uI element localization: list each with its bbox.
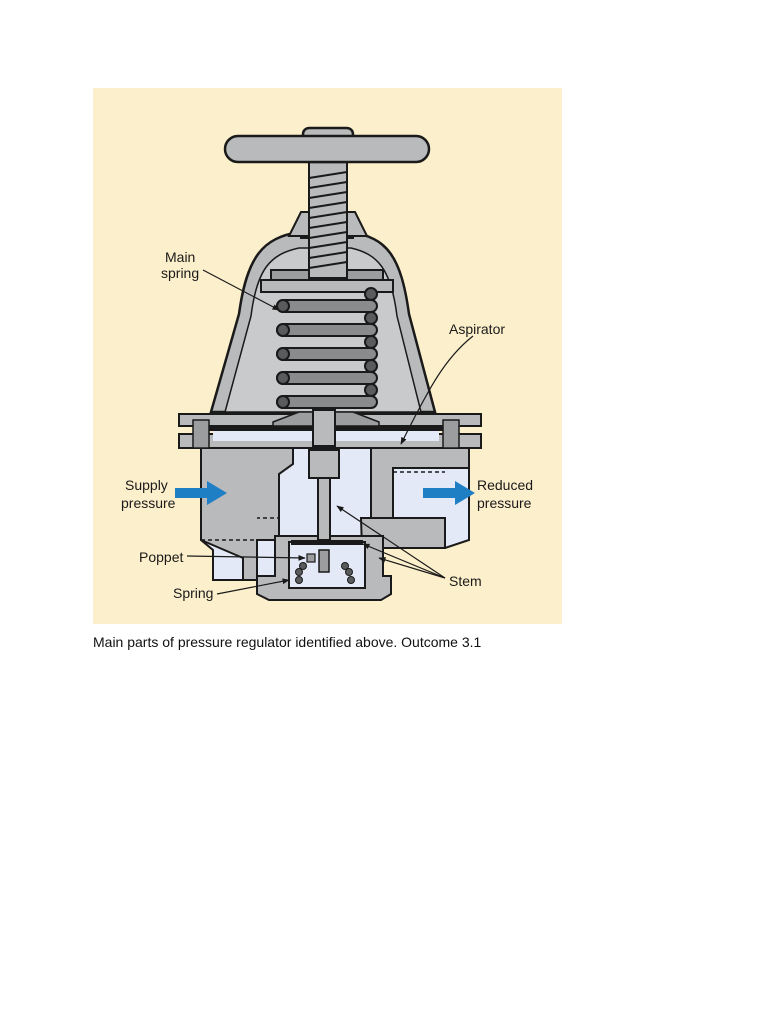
regulator-diagram: Main spring Aspirator Supply pressure Re… — [93, 88, 562, 624]
bottom-cap — [256, 535, 392, 601]
t-handle — [223, 126, 431, 164]
label-reduced-2: pressure — [477, 495, 532, 511]
label-stem: Stem — [449, 573, 482, 589]
regulator-cutaway-drawing: Main spring Aspirator Supply pressure Re… — [121, 126, 533, 601]
label-main-spring-1: Main — [165, 249, 195, 265]
label-spring: Spring — [173, 585, 213, 601]
poppet-seat — [291, 540, 363, 545]
flow-arrows — [175, 481, 475, 505]
figure-caption: Main parts of pressure regulator identif… — [93, 634, 482, 650]
valve-stem — [308, 409, 340, 541]
poppet-spring — [295, 562, 355, 584]
label-supply-1: Supply — [125, 477, 168, 493]
poppet-body — [318, 549, 330, 573]
reduced-arrow — [423, 481, 475, 505]
label-reduced-1: Reduced — [477, 477, 533, 493]
lower-body — [200, 439, 470, 581]
adjusting-screw — [308, 153, 348, 279]
label-supply-2: pressure — [121, 495, 176, 511]
main-spring — [260, 269, 394, 409]
label-poppet: Poppet — [139, 549, 183, 565]
label-aspirator: Aspirator — [449, 321, 505, 337]
supply-arrow — [175, 481, 227, 505]
callout-labels: Main spring Aspirator Supply pressure Re… — [121, 249, 533, 601]
leader-lines — [186, 269, 474, 595]
label-main-spring-2: spring — [161, 265, 199, 281]
